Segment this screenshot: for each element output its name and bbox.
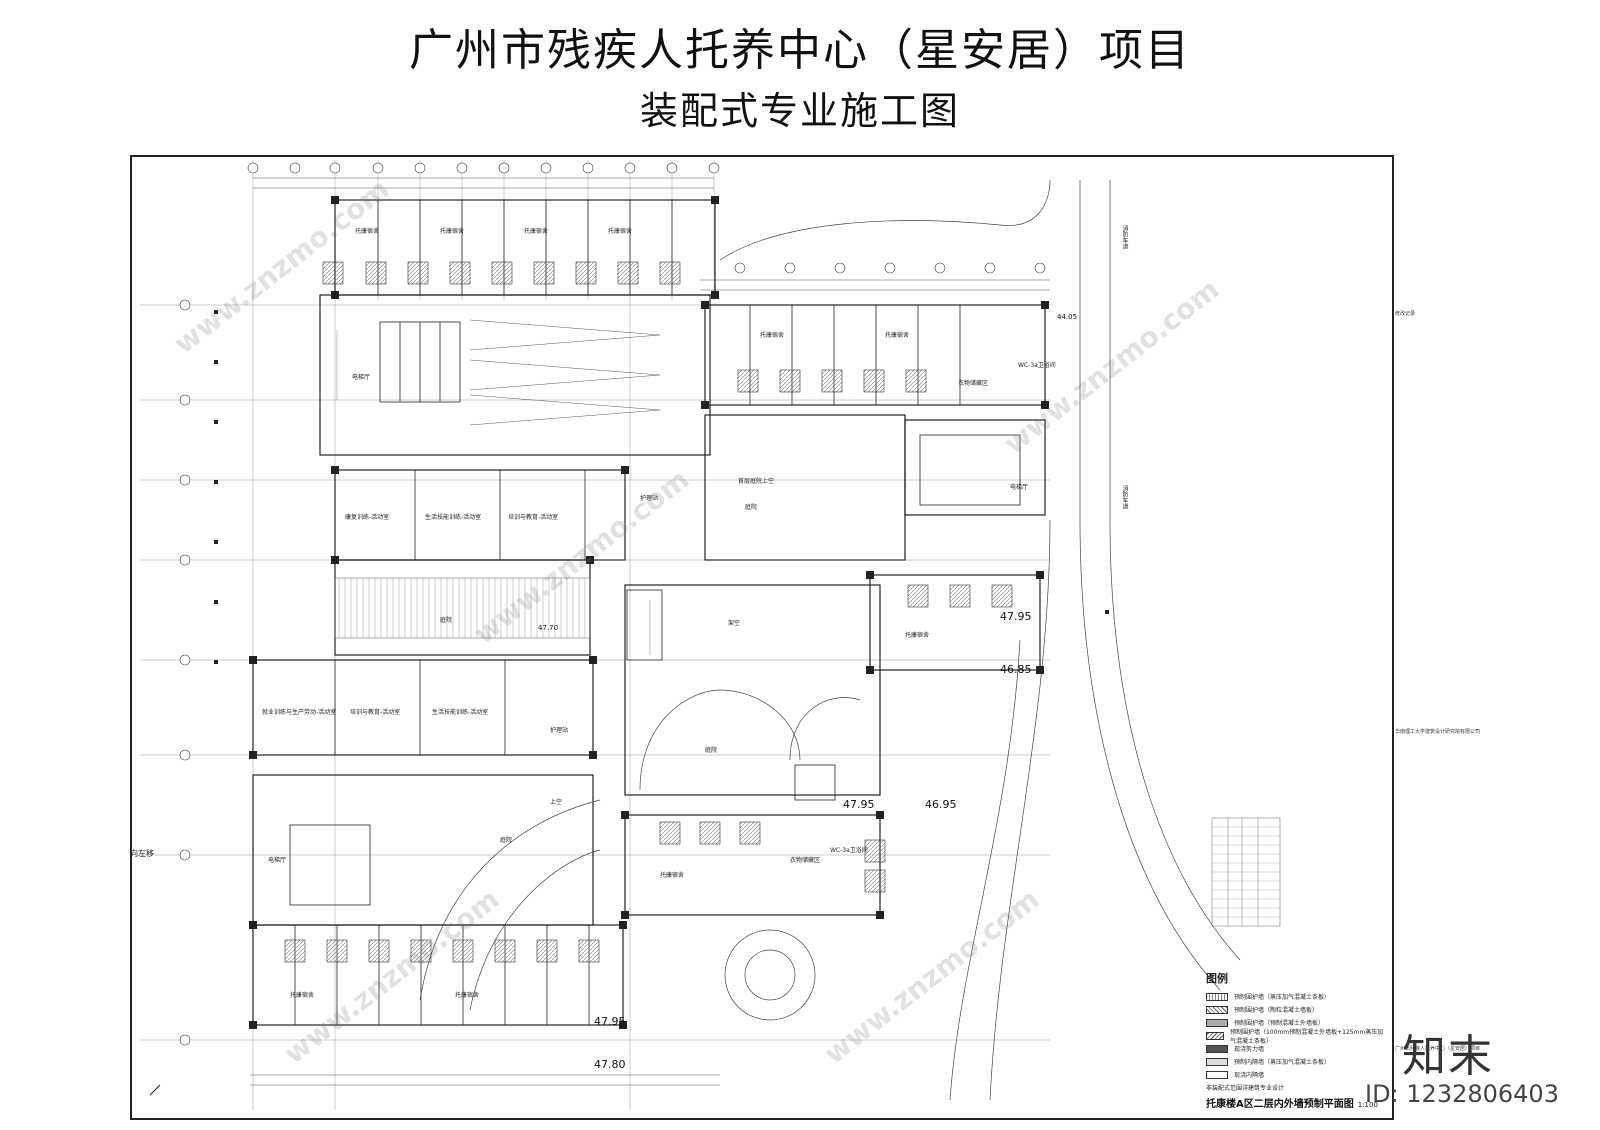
legend-swatch-plain (1206, 1070, 1228, 1079)
legend: 图例 预制围护墙（蒸压加气混凝土条板） 预制围护墙（陶粒混凝土墙板） 预制围护墙… (1206, 970, 1386, 1094)
legend-item: 现浇内隔墙 (1206, 1068, 1386, 1081)
level-mark: 47.70 (538, 624, 559, 632)
road-label-fire-lane: 消防车道 (1121, 485, 1128, 509)
legend-label: 预制围护墙（陶粒混凝土墙板） (1234, 1007, 1319, 1014)
legend-item: 现浇剪力墙 (1206, 1042, 1386, 1055)
legend-item: 预制围护墙（预制混凝土外墙板） (1206, 1016, 1386, 1029)
legend-swatch-gray (1206, 1018, 1228, 1027)
room-label-dorm: 托康宿舍 (440, 228, 465, 235)
level-mark: 47.95 (1000, 610, 1032, 623)
room-label-nurse-station: 护理站 (640, 495, 659, 502)
road-label-fire-lane: 消防车道 (1121, 225, 1128, 249)
room-label-dorm: 托康宿舍 (905, 632, 930, 639)
legend-swatch-light (1206, 1057, 1228, 1066)
drawing-title: 广州市残疾人托养中心（星安居）项目 (409, 25, 1191, 76)
legend-label: 预制围护墙（100mm预制混凝土外墙板+125mm蒸压加气混凝土条板） (1229, 1028, 1384, 1045)
room-label-dorm: 托康宿舍 (608, 228, 633, 235)
legend-item: 预制内隔墙（蒸压加气混凝土条板） (1206, 1055, 1386, 1068)
room-label-dorm: 托康宿舍 (355, 228, 380, 235)
legend-label: 现浇剪力墙 (1234, 1046, 1265, 1053)
room-label-dorm: 托康宿舍 (760, 332, 785, 339)
legend-swatch-hatch (1206, 1005, 1228, 1014)
room-label-laundry: 衣物储藏区 (790, 857, 821, 864)
room-label-courtyard: 庭院 (440, 617, 453, 624)
legend-item: 预制围护墙（100mm预制混凝土外墙板+125mm蒸压加气混凝土条板） (1206, 1028, 1386, 1045)
level-mark: 47.95 (843, 798, 875, 811)
revision-header: 修改记录 (1395, 311, 1416, 317)
room-label-pool-void: 首层庭院上空 (738, 478, 775, 485)
project-name: 广州市残疾人托养中心（星安居）项目 (1395, 1046, 1481, 1052)
room-label-rehab: 康复训练-活动室 (345, 514, 390, 521)
room-label-elevator-hall: 电梯厅 (1010, 484, 1029, 491)
room-label-wc: WC-3a卫浴间 (830, 847, 868, 854)
room-label-elevator-hall: 电梯厅 (268, 857, 287, 864)
level-mark: 44.05 (1057, 313, 1078, 321)
room-label-life-skills: 生活技能训练-活动室 (432, 709, 489, 716)
room-label-courtyard: 庭院 (500, 837, 513, 844)
room-label-laundry: 衣物储藏区 (958, 380, 989, 387)
room-label-dorm: 托康宿舍 (885, 332, 910, 339)
legend-label: 预制围护墙（蒸压加气混凝土条板） (1234, 994, 1331, 1001)
legend-swatch-dark (1206, 1044, 1228, 1053)
room-label-courtyard: 庭院 (745, 504, 758, 511)
shift-left-note: 向左移 (130, 849, 154, 858)
watermark-logo: 知末 (1402, 1031, 1494, 1082)
legend-item: 预制围护墙（蒸压加气混凝土条板） (1206, 990, 1386, 1003)
level-mark: 46.85 (1000, 663, 1032, 676)
legend-swatch-dots (1206, 992, 1228, 1001)
room-label-elevator-hall: 电梯厅 (352, 374, 371, 381)
room-label-training: 培训与教育-活动室 (350, 709, 401, 716)
room-label-training: 培训与教育-活动室 (508, 514, 559, 521)
room-label-dorm: 托康宿舍 (660, 872, 685, 879)
level-mark: 47.80 (594, 1058, 626, 1071)
drawing-name-text: 托康楼A区二层内外墙预制平面图 (1206, 1099, 1354, 1110)
legend-label: 非装配式范围详建筑专业设计 (1206, 1085, 1285, 1092)
legend-label: 预制内隔墙（蒸压加气混凝土条板） (1234, 1059, 1331, 1066)
level-mark: 46.95 (925, 798, 957, 811)
legend-item: 预制围护墙（陶粒混凝土墙板） (1206, 1003, 1386, 1016)
room-label-courtyard: 庭院 (705, 747, 718, 754)
legend-title: 图例 (1206, 972, 1228, 985)
room-label-employment: 就业训练与生产劳动-活动室 (262, 709, 337, 716)
legend-label: 现浇内隔墙 (1234, 1072, 1265, 1079)
room-label-dorm: 托康宿舍 (455, 992, 480, 999)
design-institute: 华南理工大学建筑设计研究院有限公司 (1395, 729, 1481, 735)
room-label-life-skills: 生活技能训练-活动室 (425, 514, 482, 521)
drawing-subtitle: 装配式专业施工图 (639, 89, 960, 133)
room-label-upper-void: 上空 (550, 799, 563, 806)
room-label-nurse-station: 护理站 (550, 727, 569, 734)
legend-item: 非装配式范围详建筑专业设计 (1206, 1081, 1386, 1094)
legend-swatch-cross (1206, 1031, 1224, 1040)
room-label-void: 架空 (728, 620, 741, 627)
drawing-scale: 1:100 (1357, 1101, 1378, 1109)
level-mark: 47.95 (594, 1015, 626, 1028)
title-block (1392, 155, 1490, 1120)
legend-label: 预制围护墙（预制混凝土外墙板） (1234, 1020, 1325, 1027)
room-label-dorm: 托康宿舍 (290, 992, 315, 999)
room-label-wc: WC-3a卫浴间 (1018, 362, 1056, 369)
watermark-id: ID: 1232806403 (1365, 1080, 1559, 1108)
room-label-dorm: 托康宿舍 (524, 228, 549, 235)
